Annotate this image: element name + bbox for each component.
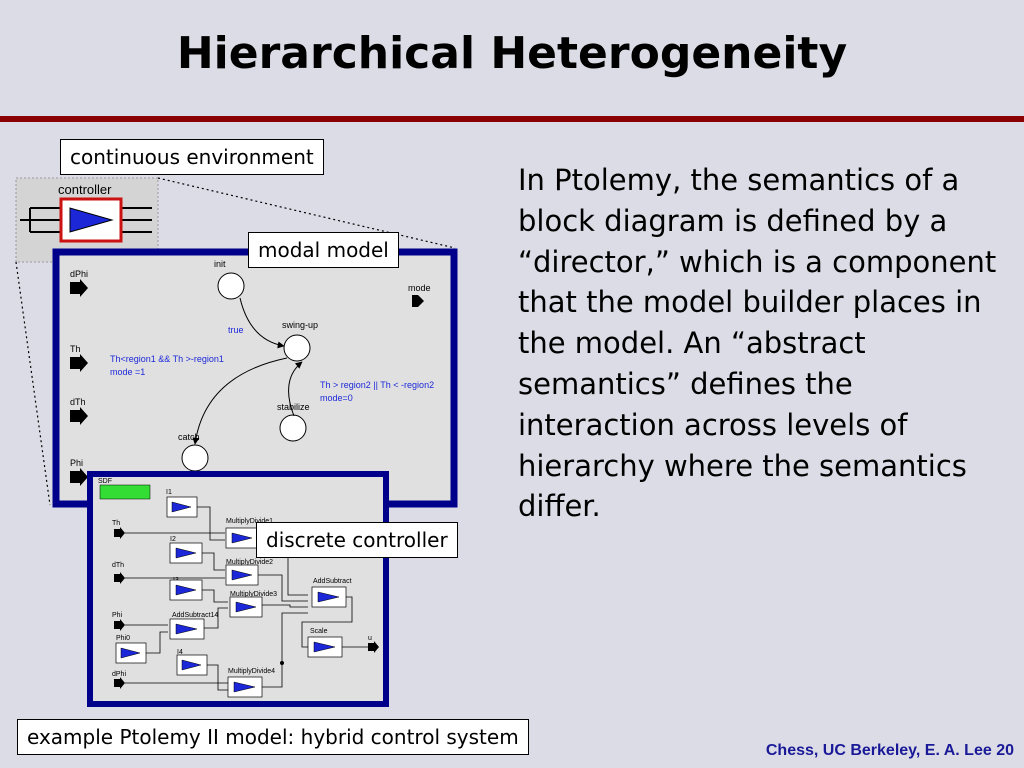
- block-label-as14: AddSubtract14: [172, 612, 218, 619]
- ctrl-port-icon-u: [368, 641, 379, 653]
- block-i1-triangle-icon: [171, 501, 192, 513]
- controller-triangle-icon: [69, 207, 114, 233]
- guard-stabilize-line2: mode=0: [320, 393, 353, 403]
- block-scale-triangle-icon: [313, 641, 336, 653]
- fsm-transitions: [192, 297, 303, 445]
- guard-stabilize-line1: Th > region2 || Th < -region2: [320, 380, 434, 390]
- block-as14-triangle-icon: [175, 623, 198, 635]
- block-i2-triangle-icon: [175, 547, 197, 559]
- state-swing-up[interactable]: [283, 334, 311, 362]
- block-label-addsubtract: AddSubtract: [313, 578, 352, 585]
- sdf-label: SDF: [98, 478, 112, 485]
- block-label-md4: MultiplyDivide4: [228, 668, 275, 675]
- callout-discrete: discrete controller: [256, 522, 458, 558]
- guard-catch-line1: Th<region1 && Th >-region1: [110, 354, 224, 364]
- block-addsubtract-triangle-icon: [317, 591, 340, 603]
- slide-title: Hierarchical Heterogeneity: [176, 28, 848, 79]
- ctrl-port-icon-dth: [114, 572, 125, 584]
- modal-model-frame: [52, 248, 458, 508]
- state-stabilize[interactable]: [279, 414, 307, 442]
- ctrl-port-icon-dphi: [114, 677, 125, 689]
- port-label-dphi: dPhi: [70, 269, 88, 279]
- state-label-stabilize: stabilize: [277, 402, 310, 412]
- block-md2-triangle-icon: [231, 569, 253, 581]
- block-i3-triangle-icon: [175, 584, 197, 596]
- fsm-states: init swing-up stabilize catch: [178, 259, 318, 472]
- port-icon-phi: [70, 468, 88, 486]
- state-label-swing-up: swing-up: [282, 320, 318, 330]
- block-phi0-triangle-icon: [120, 647, 141, 659]
- wire-junction: [280, 661, 284, 665]
- block-i4-triangle-icon: [181, 659, 202, 671]
- ctrl-port-label-phi: Phi: [112, 612, 123, 619]
- ctrl-port-label-u: u: [368, 635, 372, 642]
- block-label-md2: MultiplyDivide2: [226, 559, 273, 566]
- state-label-catch: catch: [178, 432, 200, 442]
- controller-wires-inner: [125, 506, 368, 691]
- callout-continuous: continuous environment: [60, 139, 324, 175]
- guard-init-swing: true: [228, 325, 244, 335]
- port-label-phi: Phi: [70, 458, 83, 468]
- ctrl-port-label-th: Th: [112, 520, 120, 527]
- controller-label: controller: [58, 182, 112, 197]
- controller-blocks: I1 I2 I3 I4 MultiplyDivide1 MultiplyDivi…: [166, 489, 352, 698]
- state-label-init: init: [214, 259, 226, 269]
- controller-wires: [20, 207, 152, 233]
- block-label-phi0: Phi0: [116, 635, 130, 642]
- zoom-lines: [15, 177, 456, 506]
- block-md3-triangle-icon: [235, 601, 257, 613]
- port-icon-dth: [70, 407, 88, 425]
- block-label-md1: MultiplyDivide1: [226, 518, 273, 525]
- port-label-mode: mode: [408, 283, 431, 293]
- block-md1-triangle-icon: [231, 532, 253, 544]
- state-catch[interactable]: [181, 444, 209, 472]
- port-icon-th: [70, 354, 88, 372]
- block-label-i2: I2: [170, 536, 176, 543]
- block-label-i1: I1: [166, 489, 172, 496]
- port-label-dth: dTh: [70, 397, 86, 407]
- modal-input-ports: dPhi Th dTh Phi mode: [70, 269, 431, 486]
- ctrl-port-label-dth: dTh: [112, 562, 124, 569]
- sdf-director[interactable]: [99, 484, 151, 500]
- port-icon-mode: [412, 295, 424, 307]
- ctrl-port-icon-phi: [114, 619, 125, 631]
- block-md4-triangle-icon: [233, 681, 256, 693]
- block-label-i4: I4: [177, 649, 183, 656]
- guard-catch-line2: mode =1: [110, 367, 145, 377]
- block-label-scale: Scale: [310, 628, 328, 635]
- footer: Chess, UC Berkeley, E. A. Lee 20: [765, 742, 1014, 759]
- title-rule: [0, 116, 1024, 122]
- callout-example: example Ptolemy II model: hybrid control…: [17, 719, 529, 755]
- port-label-th: Th: [70, 344, 81, 354]
- body-text: In Ptolemy, the semantics of a block dia…: [518, 163, 997, 524]
- state-init[interactable]: [217, 272, 245, 300]
- callout-modal: modal model: [248, 232, 399, 268]
- ctrl-port-label-dphi: dPhi: [112, 671, 126, 678]
- block-label-md3: MultiplyDivide3: [230, 591, 277, 598]
- ctrl-port-icon-th: [114, 527, 125, 539]
- controller-input-ports: Th dTh Phi dPhi u: [112, 520, 379, 689]
- port-icon-dphi: [70, 279, 88, 297]
